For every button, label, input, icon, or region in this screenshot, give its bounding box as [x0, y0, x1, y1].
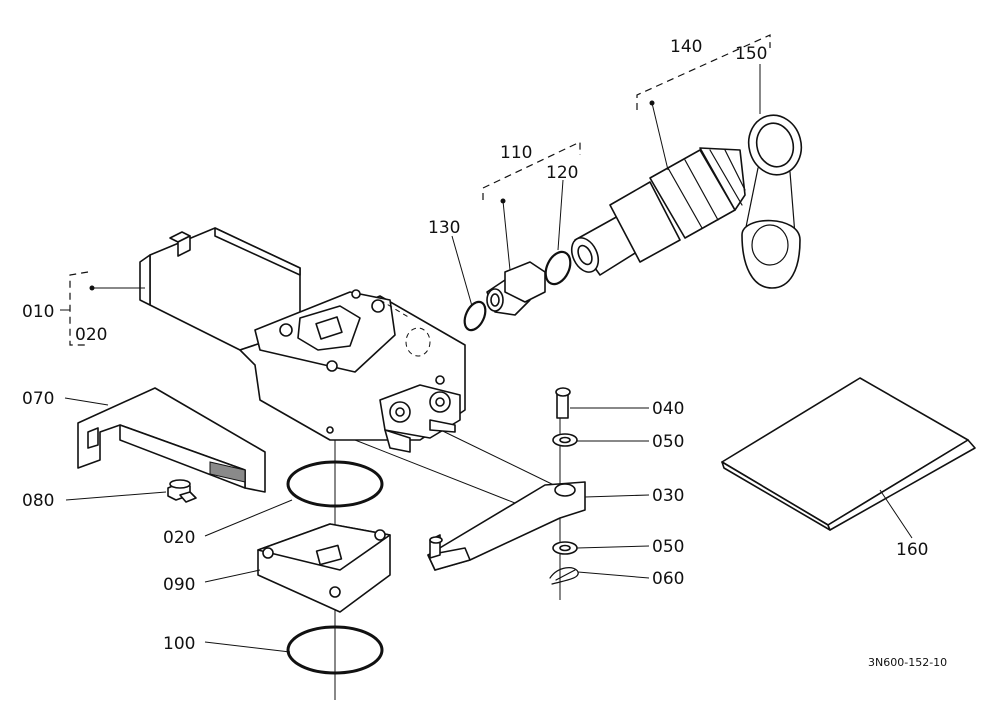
cover-plate-090 [257, 523, 391, 613]
adapter-110 [486, 261, 546, 316]
quick-coupler-140 [570, 147, 746, 276]
label-120: 120 [546, 163, 578, 183]
diagram-code: 3N600-152-10 [868, 656, 947, 669]
label-050-top: 050 [652, 432, 684, 452]
valve-body-010 [139, 227, 466, 453]
washer-050-bottom [552, 541, 578, 555]
label-040: 040 [652, 399, 684, 419]
label-150: 150 [735, 44, 767, 64]
o-ring-020 [286, 460, 384, 508]
washer-050-top [552, 433, 578, 447]
bracket-070 [77, 387, 266, 493]
o-ring-130 [463, 300, 487, 332]
label-010: 010 [22, 302, 54, 322]
label-060: 060 [652, 569, 684, 589]
pin-040 [555, 387, 571, 419]
part-labels: 010 020 070 080 020 090 100 110 120 130 … [22, 37, 947, 669]
label-080: 080 [22, 491, 54, 511]
label-020: 020 [163, 528, 195, 548]
screw-080 [167, 479, 197, 503]
label-090: 090 [163, 575, 195, 595]
label-100: 100 [163, 634, 195, 654]
o-ring-100 [286, 625, 384, 675]
label-070: 070 [22, 389, 54, 409]
leader-lines [60, 64, 913, 653]
label-030: 030 [652, 486, 684, 506]
label-140: 140 [670, 37, 702, 57]
o-ring-120 [544, 250, 572, 286]
dust-cap-150 [741, 114, 803, 289]
label-130: 130 [428, 218, 460, 238]
label-160: 160 [896, 540, 928, 560]
cotter-pin-060 [549, 567, 579, 585]
label-050-bottom: 050 [652, 537, 684, 557]
lever-030 [427, 481, 586, 571]
label-020-top: 020 [75, 325, 107, 345]
label-110: 110 [500, 143, 532, 163]
manual-160 [721, 377, 976, 531]
